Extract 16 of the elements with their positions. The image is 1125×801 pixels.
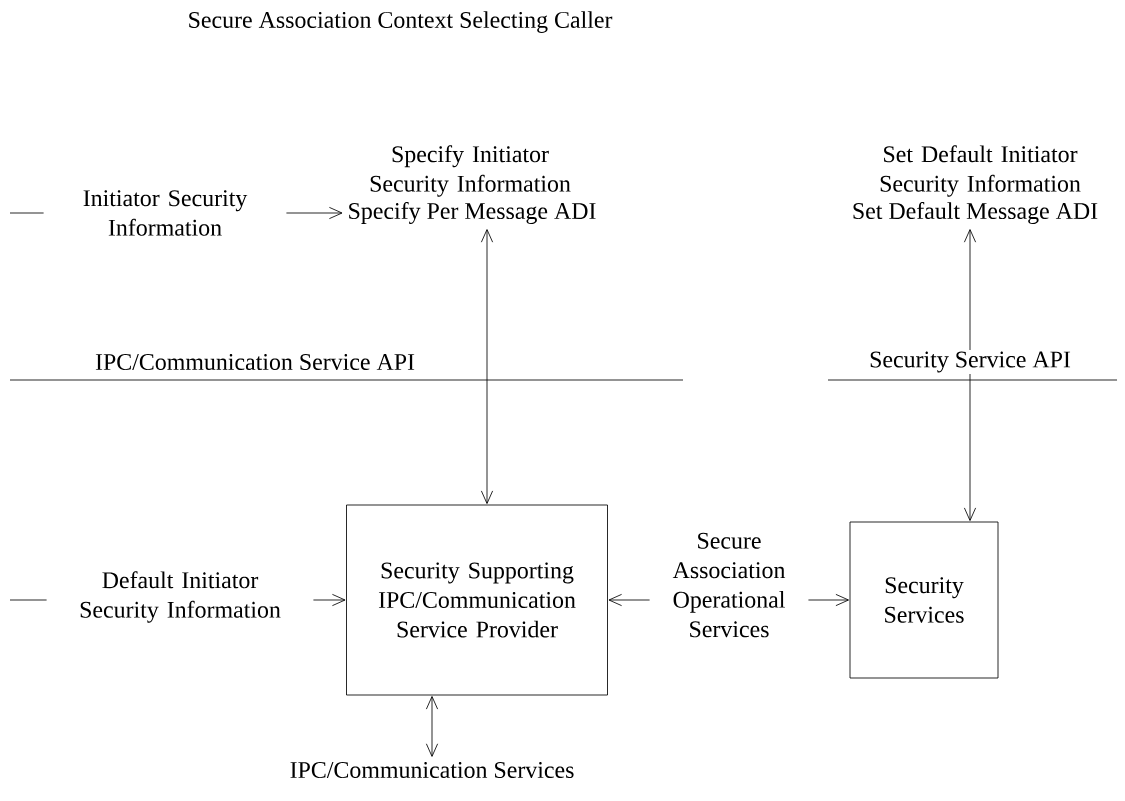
edge-label: Initiator Security Information [43,188,287,238]
process-box: Security Services [849,521,999,679]
edge-label: Secure Association Operational Services [649,531,809,639]
interface-label: IPC/Communication Service API [93,352,417,372]
arrow [480,229,494,504]
node-heading: Specify Initiator Security Information [370,145,571,197]
node-text: IPC/Communication Services [290,761,574,779]
edge-label: Default Initiator Security Information [46,569,314,625]
diagram-title: Secure Association Context Selecting Caller [189,11,613,33]
node-text: Specify Per Message ADI [349,202,596,224]
interface-label: Security Service API [867,350,1073,374]
process-box: Security Supporting IPC/Communication Service Provider [346,504,608,696]
node-heading: Set Default Initiator Security Information [880,145,1081,197]
node-text: Set Default Message ADI [853,202,1098,224]
arrow [963,229,977,521]
arrow [425,696,439,757]
